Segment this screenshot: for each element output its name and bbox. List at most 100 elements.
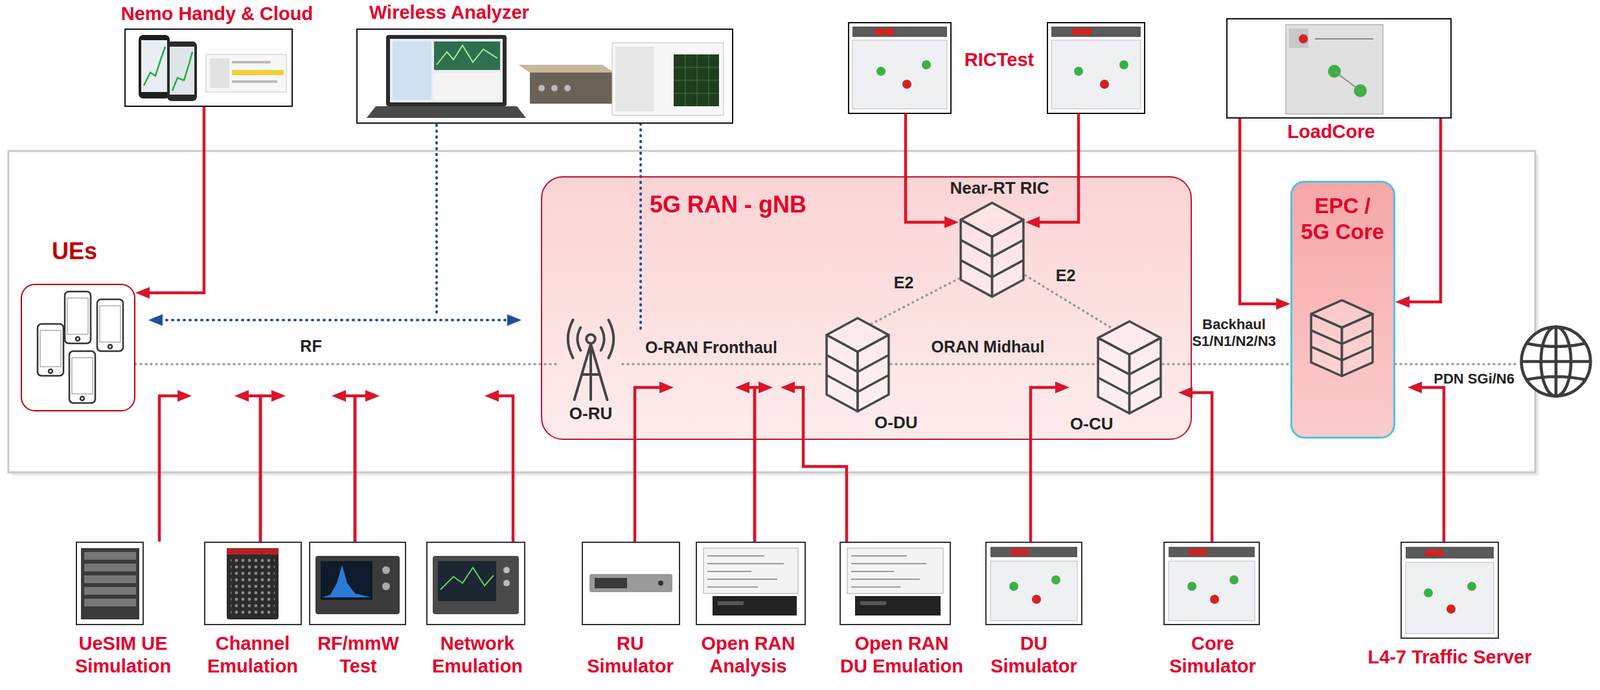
rf-tester-illustration	[321, 564, 372, 598]
network-emulator-illustration	[503, 566, 510, 574]
nemo-illustration	[167, 41, 197, 102]
channel-emulator-illustration	[226, 548, 279, 620]
tool-box: LoadCore	[1226, 18, 1452, 119]
link-label: E2	[893, 272, 915, 293]
tool-label: RU Simulator	[581, 632, 679, 678]
uesim-illustration	[80, 548, 140, 620]
du-emulation-illustration	[860, 601, 887, 606]
ue-phones	[48, 369, 53, 374]
rf-tester-illustration	[382, 582, 390, 591]
tool-arrow	[1414, 387, 1444, 542]
loadcore-illustration	[1285, 24, 1383, 115]
du-simulator-illustration	[1010, 548, 1029, 556]
nemo-illustration	[138, 34, 170, 99]
ue-phones	[37, 291, 124, 403]
tool-arrow	[141, 106, 205, 293]
globe-outline	[1521, 327, 1591, 397]
analyzer-illustration	[366, 34, 724, 118]
core-fill	[1290, 180, 1395, 439]
cube-face	[1129, 338, 1161, 414]
tool-label: Network Emulation	[422, 632, 533, 678]
cube-layer	[1097, 357, 1161, 394]
analyzer-illustration	[386, 34, 507, 107]
du-emulation-illustration	[851, 555, 927, 587]
interface-link	[1162, 362, 1291, 366]
traffic-server-illustration	[1446, 604, 1456, 614]
du-simulator-illustration	[1009, 581, 1019, 591]
rictest-illustration	[848, 22, 951, 114]
cube-shape	[1096, 319, 1163, 416]
rictest-illustration	[848, 22, 1145, 114]
ue-phones	[80, 396, 85, 401]
core-cube	[1311, 299, 1373, 376]
test-tool: UeSIM UE Simulation	[75, 541, 144, 626]
du-simulator-illustration	[1031, 594, 1041, 604]
link-label: O-RAN Fronthaul	[645, 337, 778, 357]
region-title: 5G RAN - gNB	[649, 190, 858, 219]
analyzer-illustration	[436, 45, 498, 65]
ue-phones	[69, 351, 96, 403]
nemo-illustration	[143, 46, 166, 86]
rictest-illustration	[1119, 60, 1129, 70]
antenna-symbol	[568, 320, 615, 400]
cube-face	[1097, 338, 1130, 414]
core-simulator-illustration	[1187, 581, 1197, 591]
traffic-server-illustration	[1405, 546, 1494, 559]
rictest-illustration	[852, 26, 948, 37]
interface-link	[871, 278, 959, 324]
cube-layer	[826, 354, 889, 392]
network-emulator-illustration	[503, 579, 510, 587]
tool-label: L4-7 Traffic Server	[1339, 645, 1560, 669]
tool-arrow	[1030, 387, 1063, 542]
rictest-illustration	[1072, 28, 1092, 35]
rf-tester-illustration	[320, 560, 373, 600]
analysis-illustration	[712, 595, 797, 616]
tool-arrow	[354, 395, 374, 542]
cube-shape	[958, 200, 1026, 299]
cube-face	[857, 334, 889, 412]
core-simulator-illustration	[1210, 594, 1220, 604]
radio-unit: O-RU	[559, 310, 623, 403]
element-label: O-RU	[552, 404, 629, 424]
tool-arrow	[754, 387, 767, 542]
link-label: ORAN Midhaul	[931, 336, 1045, 357]
analysis-illustration	[717, 601, 744, 606]
analysis-illustration	[703, 548, 799, 594]
analyzer-illustration	[434, 72, 501, 100]
test-tool: Open RAN DU Emulation	[839, 541, 951, 626]
test-tool: DU Simulator	[985, 541, 1083, 626]
du-simulator-illustration	[990, 560, 1078, 621]
system-frame	[8, 150, 1536, 473]
traffic-server-illustration	[1405, 546, 1494, 634]
antenna-mast	[574, 343, 608, 400]
tool-arrow	[260, 395, 280, 542]
system-frame	[8, 150, 1539, 476]
core-cube	[1342, 314, 1373, 377]
uesim-illustration	[84, 575, 137, 583]
rictest-illustration	[902, 79, 912, 89]
globe-grid	[1521, 327, 1591, 397]
uesim-illustration	[84, 551, 137, 560]
ru-simulator-illustration	[589, 573, 673, 593]
core-network: EPC / 5G Core	[1290, 180, 1396, 439]
analyzer-illustration	[673, 54, 720, 107]
cube-layer	[960, 239, 1024, 277]
nemo-illustration	[231, 60, 271, 64]
analyzer-illustration	[518, 64, 615, 73]
rf-tester-illustration	[382, 566, 390, 574]
uesim-illustration	[80, 548, 140, 620]
analyzer-tap-line	[435, 125, 438, 318]
interface-link	[135, 362, 560, 366]
du-node: O-DU	[824, 316, 891, 414]
tool-arrow	[634, 387, 668, 542]
analyzer-illustration	[551, 84, 558, 92]
antenna-shape	[559, 310, 623, 403]
du-emulation-illustration	[847, 548, 944, 594]
tool-arrow	[491, 395, 514, 542]
rictest-illustration	[874, 28, 894, 35]
tool-label: UeSIM UE Simulation	[64, 632, 182, 678]
element-label: Near-RT RIC	[928, 178, 1071, 199]
analyzer-illustration	[434, 41, 501, 70]
rictest-illustration	[1074, 66, 1084, 76]
